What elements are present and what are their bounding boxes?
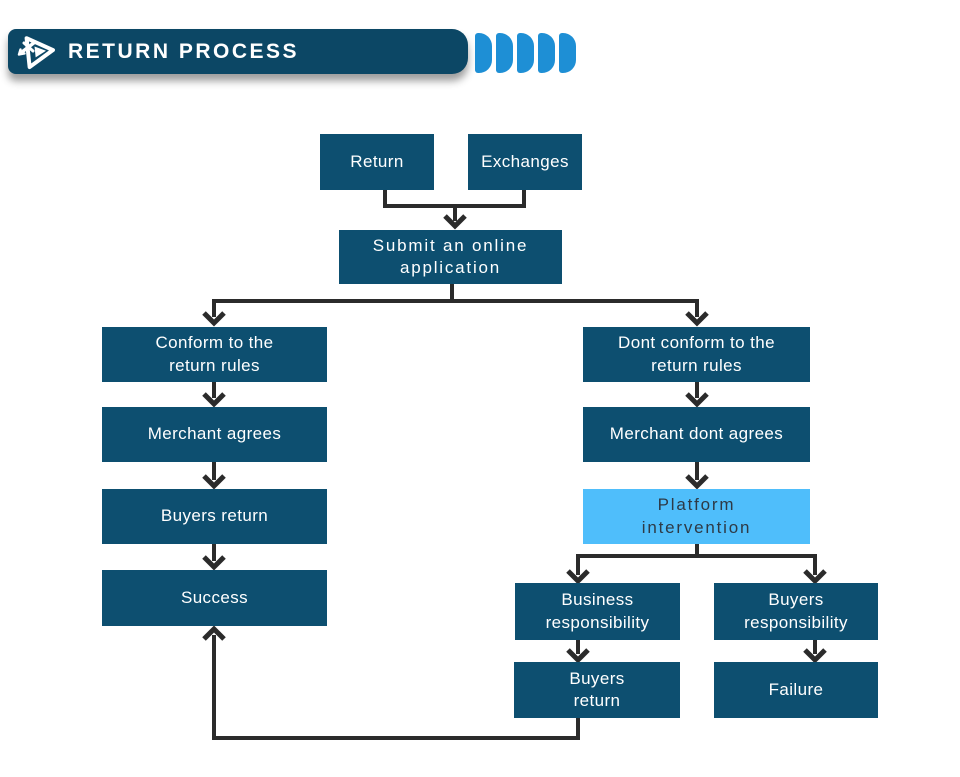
node-conform-rules: Conform to the return rules — [102, 327, 327, 382]
arrowhead-down-icon — [202, 392, 226, 408]
accent-stripe-icon — [538, 33, 555, 73]
wrench-play-logo-icon — [17, 36, 55, 70]
arrowhead-down-icon — [202, 555, 226, 571]
arrowhead-down-icon — [685, 311, 709, 327]
connector — [212, 635, 580, 740]
node-return: Return — [320, 134, 434, 190]
arrowhead-down-icon — [566, 648, 590, 664]
node-platform-intervention: Platform intervention — [583, 489, 810, 544]
node-buyers-responsibility: Buyers responsibility — [714, 583, 878, 640]
arrowhead-down-icon — [566, 569, 590, 585]
node-exchanges: Exchanges — [468, 134, 582, 190]
page-title: RETURN PROCESS — [68, 39, 300, 63]
arrowhead-down-icon — [443, 214, 467, 230]
node-business-responsibility: Business responsibility — [515, 583, 680, 640]
node-dont-conform-rules: Dont conform to the return rules — [583, 327, 810, 382]
arrowhead-down-icon — [803, 569, 827, 585]
accent-stripe-icon — [496, 33, 513, 73]
connector — [212, 284, 699, 317]
connector — [383, 190, 526, 208]
arrowhead-down-icon — [803, 648, 827, 664]
arrowhead-down-icon — [202, 311, 226, 327]
accent-stripe-icon — [517, 33, 534, 73]
node-merchant-agrees: Merchant agrees — [102, 407, 327, 462]
arrowhead-down-icon — [202, 474, 226, 490]
node-merchant-dont-agrees: Merchant dont agrees — [583, 407, 810, 462]
accent-stripes — [475, 33, 576, 73]
node-failure: Failure — [714, 662, 878, 718]
node-buyers-return: Buyers return — [102, 489, 327, 544]
arrowhead-down-icon — [685, 474, 709, 490]
node-success: Success — [102, 570, 327, 626]
arrowhead-down-icon — [685, 392, 709, 408]
header-bar: RETURN PROCESS — [8, 29, 468, 74]
arrowhead-up-icon — [202, 625, 226, 641]
accent-stripe-icon — [559, 33, 576, 73]
node-submit-application: Submit an online application — [339, 230, 562, 284]
connector — [576, 544, 817, 575]
accent-stripe-icon — [475, 33, 492, 73]
node-buyers-return-2: Buyers return — [514, 662, 680, 718]
